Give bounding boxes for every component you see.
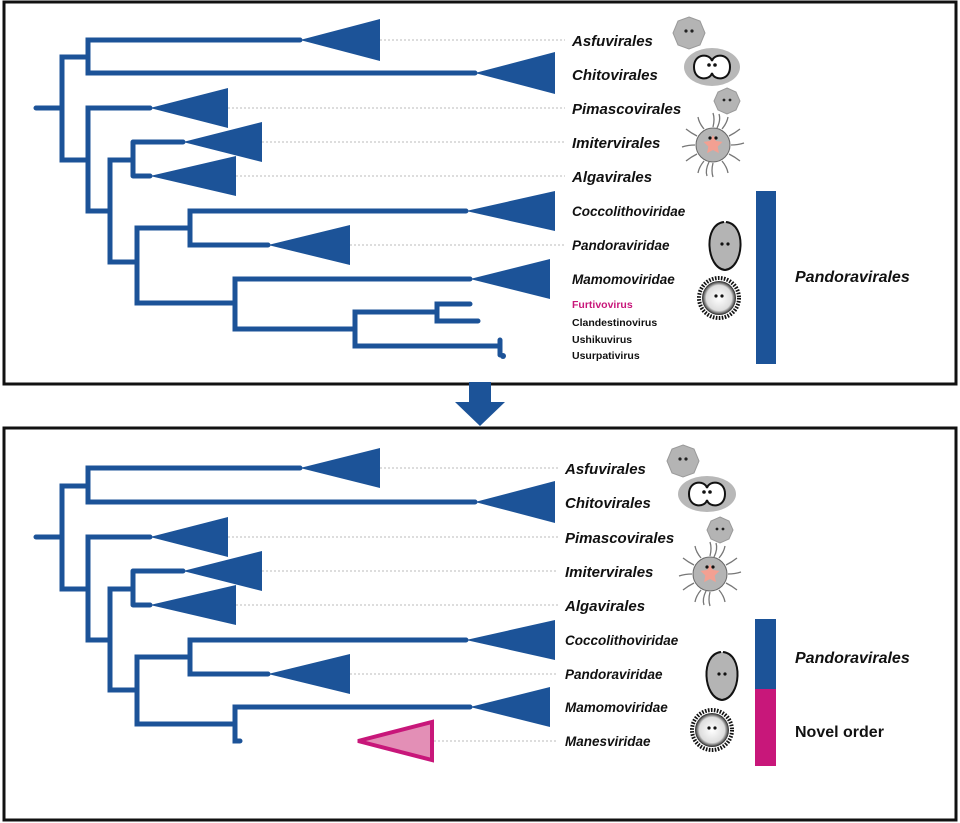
bottom-dotted-leaders [228, 467, 558, 742]
triangle-imitervirales [183, 551, 262, 591]
pandoravirales-bar [755, 619, 776, 689]
label-algavirales: Algavirales [564, 598, 645, 615]
poxvirus-particle-icon [684, 48, 740, 86]
label-asfuvirales: Asfuvirales [571, 33, 653, 50]
pandoravirus-amphora-icon [708, 221, 742, 272]
novel-order-bar [755, 689, 776, 766]
label-pimascovirales: Pimascovirales [572, 101, 681, 118]
pandoravirus-amphora-icon [705, 651, 739, 702]
poxvirus-particle-icon [678, 476, 736, 512]
label-coccolithoviridae: Coccolithoviridae [565, 633, 679, 648]
triangle-asfuvirales [300, 448, 380, 488]
transition-down-arrow [455, 382, 505, 426]
top-tree-branches [33, 37, 503, 358]
top-dotted-leaders [228, 39, 565, 246]
top-panel-border [2, 0, 958, 386]
spiky-mamonovirus-icon [690, 708, 734, 752]
label-mamomoviridae: Mamomoviridae [565, 700, 668, 715]
asfarvirus-particle-icon [666, 444, 700, 478]
top-clade-triangles [150, 19, 555, 299]
triangle-coccolithoviridae [466, 191, 555, 231]
triangle-imitervirales [183, 122, 262, 162]
label-usurpativirus: Usurpativirus [572, 350, 640, 362]
mimivirus-particle-icon [706, 516, 734, 544]
label-pandoravirales-order: Pandoravirales [795, 650, 910, 667]
triangle-pandoraviridae [268, 225, 350, 265]
label-manesviridae: Manesviridae [565, 734, 651, 749]
bottom-clade-triangles [150, 448, 555, 727]
label-pandoraviridae: Pandoraviridae [565, 667, 663, 682]
pandoravirales-bar [756, 191, 776, 364]
label-mamomoviridae: Mamomoviridae [572, 272, 675, 287]
label-pimascovirales: Pimascovirales [565, 530, 674, 547]
bottom-panel-border [2, 426, 958, 822]
triangle-algavirales [150, 156, 236, 196]
triangle-algavirales [150, 585, 236, 625]
triangle-pimascovirales [150, 517, 228, 557]
triangle-mamomoviridae [470, 259, 550, 299]
label-imitervirales: Imitervirales [572, 135, 660, 152]
label-pandoravirales-order: Pandoravirales [795, 269, 910, 286]
triangle-chitovirales [475, 481, 555, 523]
top-panel: Asfuvirales Chitovirales Pimascovirales … [2, 0, 958, 386]
label-algavirales: Algavirales [571, 169, 652, 186]
label-clandestinovirus: Clandestinovirus [572, 317, 657, 329]
label-chitovirales: Chitovirales [572, 67, 658, 84]
label-pandoraviridae: Pandoraviridae [572, 238, 670, 253]
starfish-fibered-capsid-icon [681, 112, 745, 178]
label-coccolithoviridae: Coccolithoviridae [572, 204, 686, 219]
triangle-mamomoviridae [470, 687, 550, 727]
label-imitervirales: Imitervirales [565, 564, 653, 581]
spiky-mamonovirus-icon [697, 276, 741, 320]
label-asfuvirales: Asfuvirales [564, 461, 646, 478]
triangle-pandoraviridae [268, 654, 350, 694]
triangle-coccolithoviridae [466, 620, 555, 660]
label-furtivovirus: Furtivovirus [572, 299, 633, 311]
asfarvirus-particle-icon [672, 16, 706, 50]
triangle-chitovirales [475, 52, 555, 94]
label-chitovirales: Chitovirales [565, 495, 651, 512]
label-novel-order: Novel order [795, 724, 884, 741]
mimivirus-particle-icon [713, 87, 741, 115]
triangle-manesviridae [357, 719, 434, 763]
triangle-pimascovirales [150, 88, 228, 128]
label-ushikuvirus: Ushikuvirus [572, 334, 632, 346]
starfish-fibered-capsid-icon [678, 541, 742, 607]
bottom-panel: Asfuvirales Chitovirales Pimascovirales … [2, 426, 958, 822]
triangle-asfuvirales [300, 19, 380, 61]
